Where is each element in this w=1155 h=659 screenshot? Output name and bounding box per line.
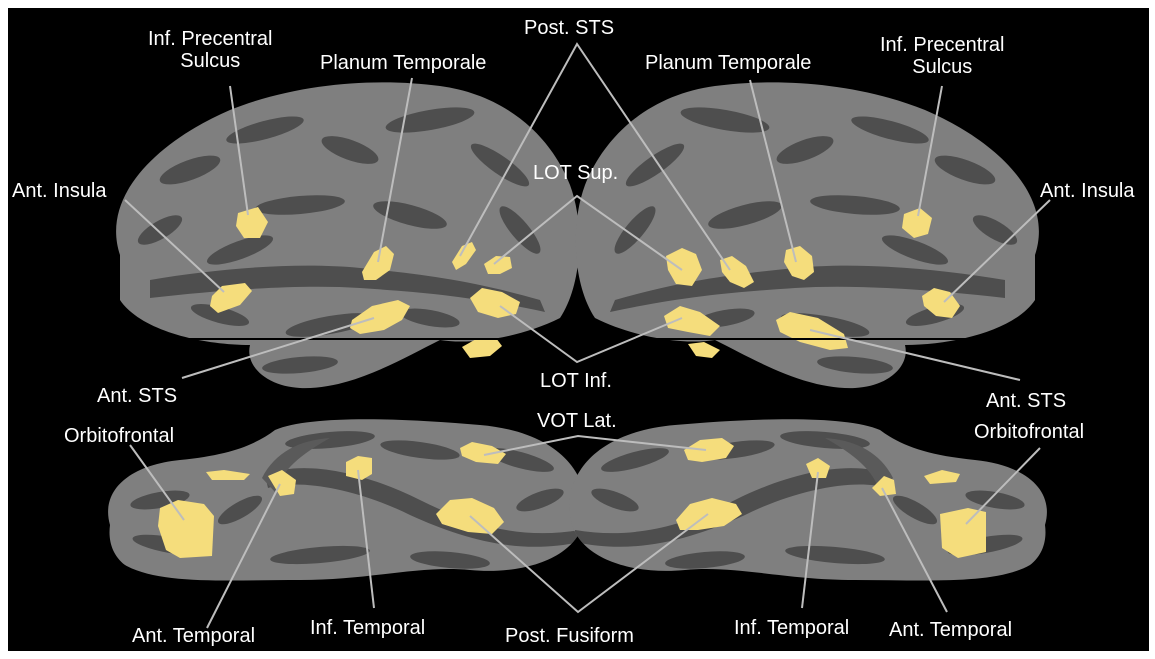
label-lot-sup: LOT Sup.	[533, 162, 618, 184]
label-post-sts: Post. STS	[524, 17, 614, 39]
label-right-ant-insula: Ant. Insula	[1040, 180, 1135, 202]
left-lateral-hemisphere	[116, 82, 579, 388]
label-lot-inf: LOT Inf.	[540, 370, 612, 392]
label-right-inf-temporal: Inf. Temporal	[734, 617, 849, 639]
label-right-inf-precentral: Inf. Precentral Sulcus	[880, 34, 1005, 78]
label-left-ant-sts: Ant. STS	[97, 385, 177, 407]
label-right-ant-temporal: Ant. Temporal	[889, 619, 1012, 641]
label-left-ant-insula: Ant. Insula	[12, 180, 107, 202]
label-left-inf-temporal: Inf. Temporal	[310, 617, 425, 639]
label-left-inf-precentral-line1: Inf. Precentral Sulcus	[148, 28, 273, 72]
label-right-planum-temporale: Planum Temporale	[645, 52, 811, 74]
label-right-inf-precentral-line1: Inf. Precentral Sulcus	[880, 34, 1005, 78]
label-left-orbitofrontal: Orbitofrontal	[64, 425, 174, 447]
label-post-fusiform: Post. Fusiform	[505, 625, 634, 647]
label-left-inf-precentral: Inf. Precentral Sulcus	[148, 28, 273, 72]
label-left-ant-temporal: Ant. Temporal	[132, 625, 255, 647]
label-right-ant-sts: Ant. STS	[986, 390, 1066, 412]
label-left-planum-temporale: Planum Temporale	[320, 52, 486, 74]
label-vot-lat: VOT Lat.	[537, 410, 617, 432]
right-lateral-hemisphere	[576, 82, 1039, 388]
label-right-orbitofrontal: Orbitofrontal	[974, 421, 1084, 443]
